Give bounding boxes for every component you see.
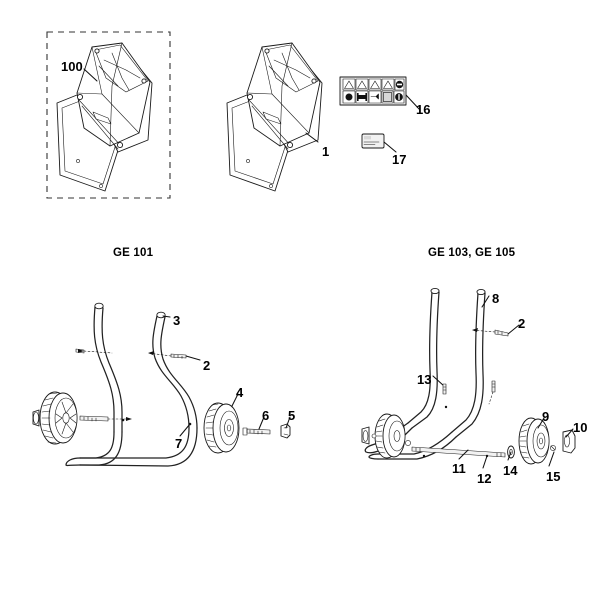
leader-1 bbox=[305, 132, 319, 143]
callout-14[interactable]: 14 bbox=[503, 463, 518, 478]
callout-9[interactable]: 9 bbox=[542, 409, 550, 424]
callout-13[interactable]: 13 bbox=[417, 372, 432, 387]
section-heading-ge103-ge105: GE 103, GE 105 bbox=[428, 247, 516, 259]
callout-17[interactable]: 17 bbox=[392, 152, 407, 167]
callout-15[interactable]: 15 bbox=[546, 469, 561, 484]
dashed-option-box bbox=[46, 31, 171, 199]
axle-11 bbox=[411, 446, 506, 458]
callout-2-left[interactable]: 2 bbox=[203, 358, 211, 373]
callout-8[interactable]: 8 bbox=[492, 291, 500, 306]
callout-2-right[interactable]: 2 bbox=[518, 316, 526, 331]
hub-cap-left-right-assy bbox=[361, 426, 377, 445]
wheel-left-right-assy bbox=[361, 413, 411, 459]
bolt-6 bbox=[242, 427, 271, 436]
grass-bag-center bbox=[226, 42, 323, 192]
leaders-left bbox=[75, 315, 291, 437]
callout-12[interactable]: 12 bbox=[477, 471, 492, 486]
callout-4[interactable]: 4 bbox=[236, 385, 244, 400]
nut-5 bbox=[280, 423, 291, 439]
leader-16 bbox=[405, 94, 421, 111]
callout-1[interactable]: 1 bbox=[322, 144, 330, 159]
frame-assembly-right bbox=[361, 287, 576, 465]
frame-assembly-left bbox=[32, 302, 291, 467]
callout-6[interactable]: 6 bbox=[262, 408, 270, 423]
leader-100 bbox=[83, 68, 98, 82]
leaders-right bbox=[422, 295, 574, 469]
leader-17 bbox=[383, 141, 397, 153]
clip-15 bbox=[550, 445, 556, 451]
callout-5[interactable]: 5 bbox=[288, 408, 296, 423]
callout-7[interactable]: 7 bbox=[175, 436, 183, 451]
callout-3[interactable]: 3 bbox=[173, 313, 181, 328]
wheel-right bbox=[203, 402, 240, 454]
section-heading-ge101: GE 101 bbox=[113, 247, 154, 259]
callout-16[interactable]: 16 bbox=[416, 102, 431, 117]
warning-decal-16 bbox=[339, 76, 407, 106]
hub-cap-left bbox=[32, 409, 40, 427]
callout-10[interactable]: 10 bbox=[573, 420, 588, 435]
callout-100[interactable]: 100 bbox=[61, 59, 83, 74]
axle-bolt-left bbox=[79, 415, 109, 422]
callout-11[interactable]: 11 bbox=[452, 461, 466, 476]
rating-decal-17 bbox=[361, 133, 385, 149]
wheel-left bbox=[32, 391, 78, 445]
wheel-right-right-assy bbox=[518, 417, 550, 465]
hub-cap-10 bbox=[562, 429, 576, 454]
grass-bag-left bbox=[56, 42, 153, 192]
